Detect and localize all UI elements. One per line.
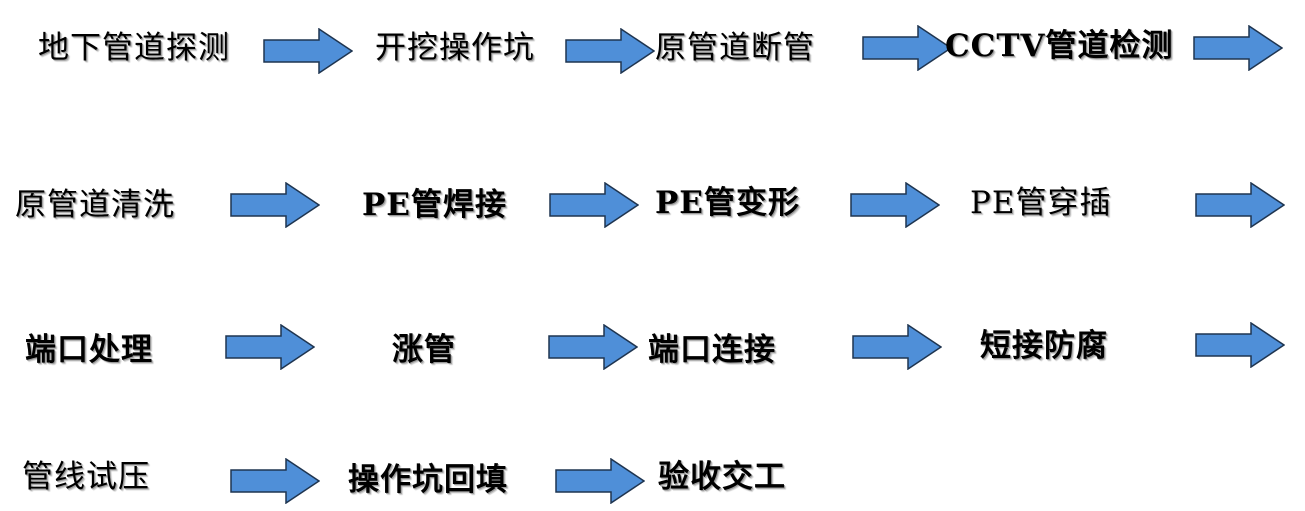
arrow-shape xyxy=(555,458,645,504)
right-arrow-icon xyxy=(850,182,940,228)
step-cut-original-pipe: 原管道断管 xyxy=(655,30,815,66)
right-arrow-icon xyxy=(548,324,638,370)
arrow-shape xyxy=(548,324,638,370)
step-cctv-inspection: CCTV管道检测 xyxy=(945,28,1174,64)
arrow-shape xyxy=(852,324,942,370)
step-acceptance-handover: 验收交工 xyxy=(658,459,786,495)
step-port-treatment: 端口处理 xyxy=(25,332,153,368)
right-arrow-icon xyxy=(565,28,655,74)
right-arrow-icon xyxy=(230,182,320,228)
right-arrow-icon xyxy=(555,458,645,504)
step-pipeline-pressure-test: 管线试压 xyxy=(22,459,150,495)
arrow-shape xyxy=(565,28,655,74)
step-port-connection: 端口连接 xyxy=(648,332,776,368)
step-clean-original-pipe: 原管道清洗 xyxy=(15,187,175,223)
arrow-shape xyxy=(230,182,320,228)
arrow-shape xyxy=(225,324,315,370)
arrow-shape xyxy=(1195,322,1285,368)
right-arrow-icon xyxy=(549,182,639,228)
step-excavate-pit: 开挖操作坑 xyxy=(375,30,535,66)
step-pe-pipe-welding: PE管焊接 xyxy=(362,187,507,223)
step-pe-pipe-insertion: PE管穿插 xyxy=(970,185,1112,221)
right-arrow-icon xyxy=(862,25,952,71)
arrow-shape xyxy=(263,28,353,74)
right-arrow-icon xyxy=(1195,182,1285,228)
arrow-shape xyxy=(230,458,320,504)
step-joint-anticorrosion: 短接防腐 xyxy=(980,328,1108,364)
step-pe-pipe-deformation: PE管变形 xyxy=(655,185,800,221)
right-arrow-icon xyxy=(1195,322,1285,368)
right-arrow-icon xyxy=(263,28,353,74)
arrow-shape xyxy=(1193,25,1283,71)
right-arrow-icon xyxy=(852,324,942,370)
arrow-shape xyxy=(850,182,940,228)
right-arrow-icon xyxy=(230,458,320,504)
right-arrow-icon xyxy=(1193,25,1283,71)
step-backfill-pit: 操作坑回填 xyxy=(348,462,508,498)
arrow-shape xyxy=(862,25,952,71)
arrow-shape xyxy=(549,182,639,228)
step-pipe-expansion: 涨管 xyxy=(392,332,456,368)
step-underground-pipe-detection: 地下管道探测 xyxy=(38,30,230,66)
arrow-shape xyxy=(1195,182,1285,228)
right-arrow-icon xyxy=(225,324,315,370)
